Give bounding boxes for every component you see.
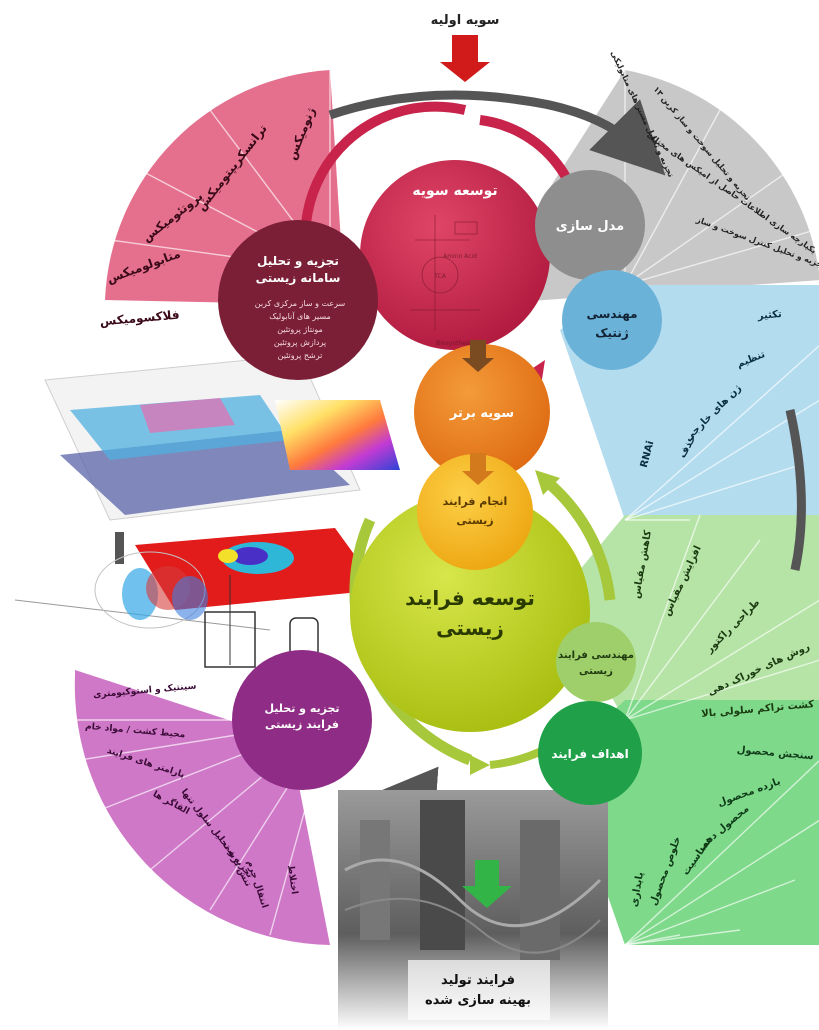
systems-detail-line: سرعت و ساز مرکزی کربن bbox=[255, 299, 346, 308]
bioprocess-cycle-arrow-2 bbox=[541, 475, 616, 601]
systems-detail-line: مسیر های آنابولیک bbox=[269, 311, 331, 321]
bioprocess-dev-line1: توسعه فرایند bbox=[405, 586, 535, 610]
bottom-label-line2: بهینه سازی شده bbox=[425, 993, 531, 1008]
systems-line1: تجزیه و تحلیل bbox=[257, 254, 339, 269]
down-arrow-orange-icon bbox=[462, 453, 494, 485]
outer-cycle-top bbox=[328, 90, 666, 176]
genetic-line2: ژنتیک bbox=[595, 326, 629, 340]
analysis-circle[interactable] bbox=[232, 650, 372, 790]
outer-cycle-right bbox=[785, 409, 806, 571]
surface-plot-image bbox=[14, 528, 380, 668]
genetic-item-label: تکثیر bbox=[756, 309, 782, 322]
bioprocess-do-line1: انجام فرایند bbox=[443, 495, 508, 508]
analysis-line1: تجزیه و تحلیل bbox=[264, 702, 339, 715]
tca-label: Amino Acid bbox=[443, 253, 477, 260]
superior-circle[interactable] bbox=[414, 344, 550, 480]
cycle-arrowhead-right-icon bbox=[535, 470, 560, 495]
systems-line2: سامانه زیستی bbox=[256, 271, 341, 285]
bioeng-circle[interactable] bbox=[556, 622, 636, 702]
bottom-label-line1: فرایند تولید bbox=[441, 973, 515, 988]
down-arrow-brown-icon bbox=[462, 340, 494, 372]
omics-heatmap-image bbox=[44, 354, 400, 521]
bioprocess-dev-circle[interactable] bbox=[350, 492, 590, 732]
cycle-arrowhead-bottom-icon bbox=[470, 755, 490, 775]
genetic-line1: مهندسی bbox=[586, 307, 637, 321]
tca-label: Biosynthesis bbox=[436, 340, 474, 347]
reactor-photo-image bbox=[338, 790, 608, 1030]
goals-label: اهداف فرایند bbox=[551, 747, 628, 761]
systems-detail-line: مونتاژ پروتئین bbox=[277, 325, 323, 334]
systems-circle[interactable] bbox=[218, 220, 378, 380]
tca-label: TCA bbox=[433, 273, 447, 280]
systems-details-list: سرعت و ساز مرکزی کربن مسیر های آنابولیک مو… bbox=[255, 299, 346, 360]
bioprocess-dev-line2: زیستی bbox=[436, 616, 504, 640]
top-label: سویه اولیه bbox=[431, 13, 500, 28]
systems-detail-line: پردازش پروتئین bbox=[274, 338, 326, 347]
bioprocess-item-label: اختلاط bbox=[285, 864, 299, 895]
output-arrow-icon bbox=[462, 860, 512, 908]
bioprocess-do-line2: زیستی bbox=[456, 514, 493, 527]
omics-label: فلاکسومیکس bbox=[99, 308, 180, 330]
genetic-circle[interactable] bbox=[562, 270, 662, 370]
superior-title: سویه برتر bbox=[449, 406, 514, 421]
strain-dev-circle[interactable] bbox=[360, 160, 550, 350]
modeling-circle[interactable] bbox=[535, 170, 645, 280]
input-arrow-icon bbox=[440, 35, 490, 82]
modeling-label: مدل سازی bbox=[556, 219, 624, 234]
bioeng-line1: مهندسی فرایند bbox=[558, 650, 634, 661]
bioprocess-do-circle[interactable] bbox=[417, 454, 533, 570]
systems-detail-line: ترشح پروتئین bbox=[278, 351, 323, 360]
bioeng-line2: زیستی bbox=[579, 666, 613, 677]
analysis-line2: فرایند زیستی bbox=[265, 718, 339, 731]
goals-circle[interactable] bbox=[538, 701, 642, 805]
strain-dev-title: توسعه سویه bbox=[412, 183, 497, 199]
left-bracket bbox=[115, 532, 124, 564]
